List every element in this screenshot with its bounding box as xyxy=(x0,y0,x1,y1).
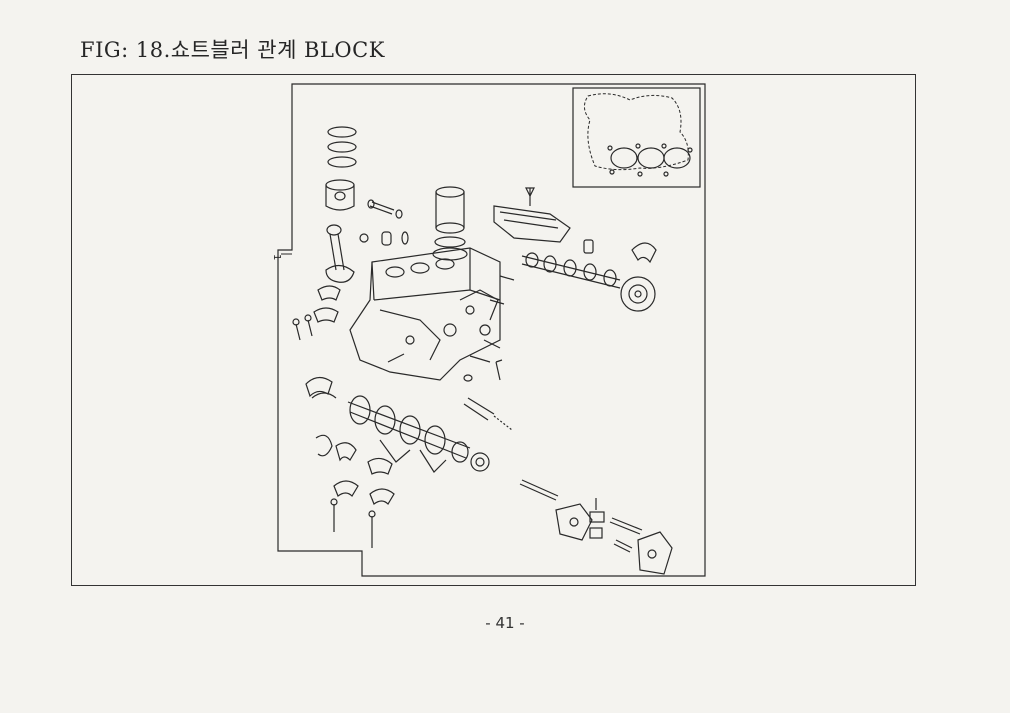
cylinder-head xyxy=(493,187,571,243)
cylinder-liner xyxy=(432,186,468,261)
rod-bolts xyxy=(292,314,313,341)
page-number: - 41 - xyxy=(485,614,525,632)
crankshaft xyxy=(347,395,471,473)
rod-bearings xyxy=(313,285,341,323)
relief-valve xyxy=(609,517,643,553)
camshaft xyxy=(521,252,621,289)
diagram-frame xyxy=(277,83,706,577)
oil-pump-cover xyxy=(637,531,673,575)
figure-title: FIG: 18.쇼트블러 관계 BLOCK xyxy=(80,38,385,62)
piston-pin xyxy=(367,199,403,219)
connecting-rod xyxy=(325,224,355,283)
main-bolts xyxy=(330,498,376,548)
small-parts-side xyxy=(387,275,515,382)
cam-gear xyxy=(620,276,656,312)
piston xyxy=(325,179,355,211)
gasket-inset xyxy=(572,87,701,188)
main-bearings-upper xyxy=(305,376,337,399)
thrust-plate xyxy=(631,242,657,264)
tappet xyxy=(583,239,594,254)
callout-number: 1 xyxy=(271,254,282,260)
outer-frame xyxy=(71,74,916,586)
oil-pump-body xyxy=(555,498,605,541)
crank-gear xyxy=(470,452,490,472)
thrust-washers xyxy=(315,434,395,505)
oil-pump-shaft xyxy=(519,479,559,501)
oil-pump-drive xyxy=(463,359,513,431)
cylinder-block xyxy=(349,247,501,381)
piston-rings xyxy=(327,126,357,168)
small-parts-upper xyxy=(359,231,409,246)
